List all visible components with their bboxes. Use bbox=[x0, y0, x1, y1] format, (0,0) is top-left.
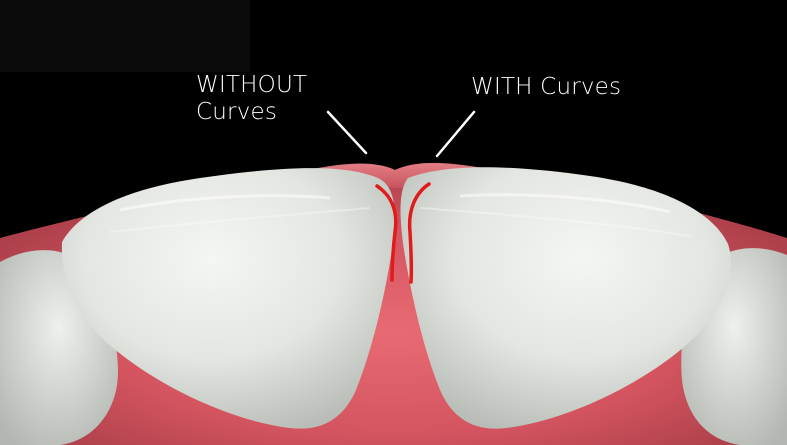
label-without-line1: WITHOUT bbox=[196, 72, 307, 99]
label-without-line2: Curves bbox=[196, 99, 307, 126]
label-without-curves: WITHOUT Curves bbox=[196, 72, 307, 126]
dark-overlay-block bbox=[0, 0, 250, 72]
label-with-line1: WITH Curves bbox=[471, 74, 621, 101]
label-with-curves: WITH Curves bbox=[471, 74, 621, 101]
pointer-line-without bbox=[328, 112, 366, 153]
pointer-line-with bbox=[437, 112, 474, 156]
